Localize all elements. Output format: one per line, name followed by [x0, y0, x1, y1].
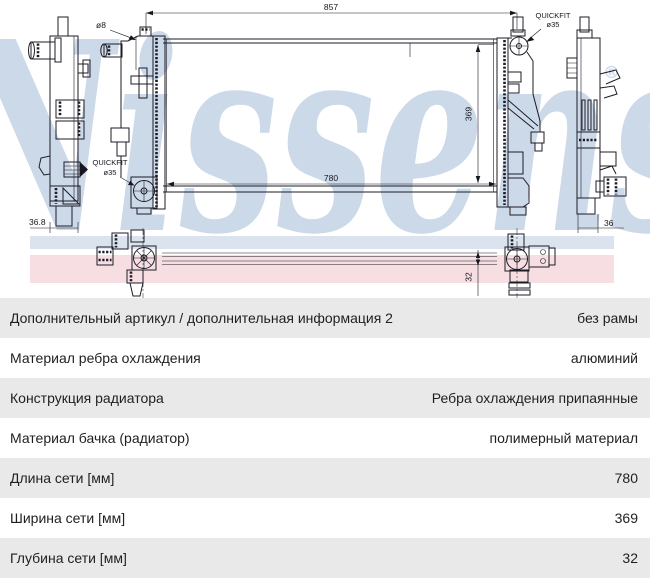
svg-text:ø35: ø35	[104, 168, 117, 177]
spec-value: полимерный материал	[489, 430, 638, 446]
dimension-36-8: 36.8	[29, 217, 79, 233]
spec-label: Конструкция радиатора	[10, 390, 164, 406]
right-side-view	[566, 16, 627, 215]
table-row: Конструкция радиатора Ребра охлаждения п…	[0, 378, 650, 418]
table-row: Длина сети [мм] 780	[0, 458, 650, 498]
table-row: Дополнительный артикул / дополнительная …	[0, 298, 650, 338]
spec-value: 780	[614, 470, 638, 486]
dimension-32: 32	[464, 250, 481, 296]
spec-label: Материал ребра охлаждения	[10, 350, 201, 366]
drain-connector	[603, 176, 627, 197]
dia8-label: ø8	[96, 20, 136, 40]
left-side-view	[28, 16, 91, 227]
spec-value: 369	[614, 510, 638, 526]
table-row: Материал бачка (радиатор) полимерный мат…	[0, 418, 650, 458]
spec-value: алюминий	[570, 350, 638, 366]
background-band-blue	[30, 236, 614, 249]
table-row: Материал ребра охлаждения алюминий	[0, 338, 650, 378]
dim-36-8-label: 36.8	[29, 217, 46, 227]
quickfit-port-left	[130, 176, 158, 215]
spec-label: Глубина сети [мм]	[10, 550, 127, 566]
spec-label: Материал бачка (радиатор)	[10, 430, 190, 446]
dim-36-label: 36	[604, 218, 614, 228]
svg-text:QUICKFIT: QUICKFIT	[536, 11, 571, 20]
spec-value: 32	[622, 550, 638, 566]
dim-780-label: 780	[324, 173, 338, 183]
svg-text:ø35: ø35	[547, 20, 560, 29]
front-view	[100, 16, 545, 216]
quickfit-top-label: QUICKFIT ø35	[526, 11, 571, 42]
spec-value: без рамы	[577, 310, 638, 326]
radiator-technical-drawing: Nissens ®	[0, 0, 650, 298]
dimension-36: 36	[577, 214, 624, 233]
dim-369-label: 369	[464, 107, 474, 121]
registered-mark-icon: ®	[603, 63, 620, 83]
spec-label: Ширина сети [мм]	[10, 510, 126, 526]
spec-label: Длина сети [мм]	[10, 470, 115, 486]
table-row: Ширина сети [мм] 369	[0, 498, 650, 538]
table-row: Глубина сети [мм] 32	[0, 538, 650, 578]
spec-table: Дополнительный артикул / дополнительная …	[0, 298, 650, 578]
quickfit-port-top	[509, 16, 529, 56]
spec-value: Ребра охлаждения припаянные	[431, 390, 638, 406]
spec-label: Дополнительный артикул / дополнительная …	[10, 310, 393, 326]
dimension-369: 369	[464, 44, 494, 183]
quickfit-left-label: QUICKFIT ø35	[93, 158, 135, 186]
dimension-780: 780	[167, 173, 496, 187]
dimension-857: 857	[145, 2, 518, 34]
dim-857-label: 857	[324, 2, 338, 12]
svg-text:ø8: ø8	[96, 20, 106, 30]
dim-32-label: 32	[464, 272, 474, 282]
bottom-view	[96, 228, 556, 298]
svg-text:QUICKFIT: QUICKFIT	[93, 158, 128, 167]
